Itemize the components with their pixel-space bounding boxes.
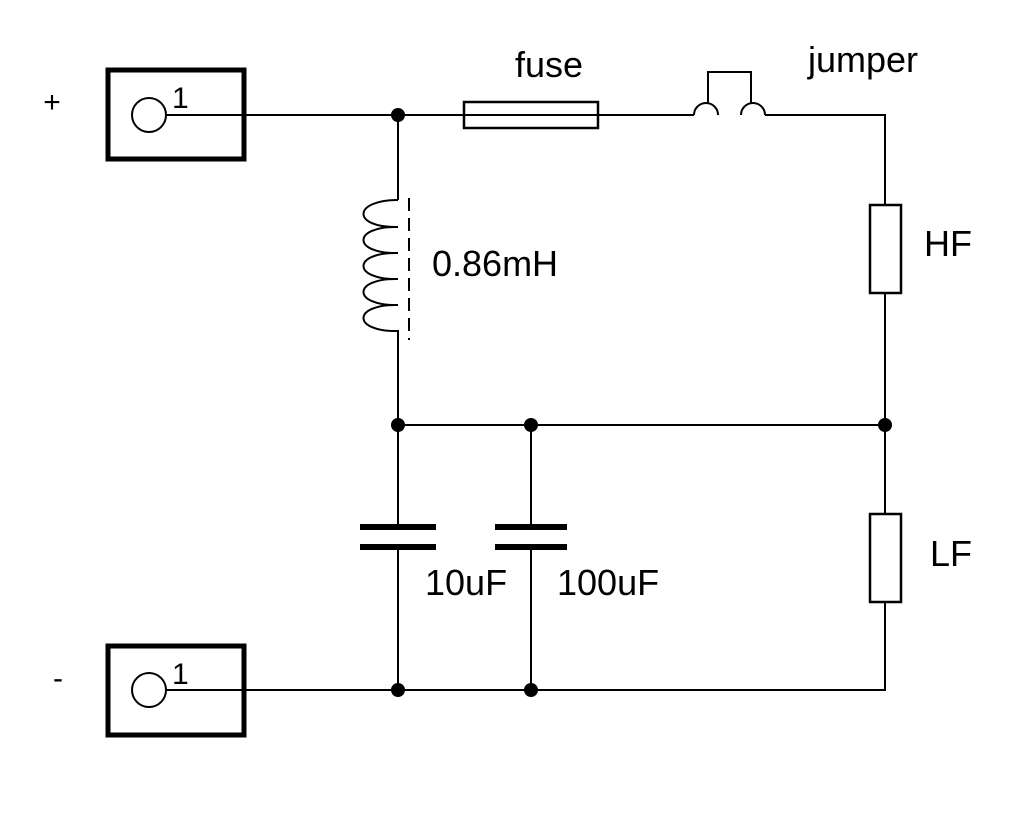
capacitor-10uf-label: 10uF (425, 562, 507, 603)
fuse-label: fuse (515, 44, 583, 85)
positive-polarity-label: + (43, 86, 61, 119)
inductor-label: 0.86mH (432, 243, 558, 284)
inductor-symbol (362, 198, 410, 340)
wire-bottom (166, 602, 886, 691)
junction-dot-top (391, 108, 405, 122)
fuse-symbol (462, 100, 600, 130)
capacitor-10uf (360, 524, 436, 550)
lf-resistor (868, 512, 903, 604)
lf-label: LF (930, 533, 972, 574)
hf-label: HF (924, 223, 972, 264)
junction-dot-middle-center (524, 418, 538, 432)
positive-terminal-pin: 1 (172, 82, 189, 115)
jumper-symbol (693, 71, 766, 116)
wire-top-right (765, 114, 886, 205)
hf-resistor (868, 203, 903, 295)
junction-dot-bottom-left (391, 683, 405, 697)
negative-terminal-pin: 1 (172, 658, 189, 691)
capacitor-100uf-label: 100uF (557, 562, 659, 603)
junction-dot-middle-left (391, 418, 405, 432)
negative-polarity-label: - (53, 662, 63, 695)
junction-dot-middle-right (878, 418, 892, 432)
capacitor-100uf (495, 524, 567, 550)
junction-dot-bottom-center (524, 683, 538, 697)
jumper-label: jumper (807, 39, 918, 80)
